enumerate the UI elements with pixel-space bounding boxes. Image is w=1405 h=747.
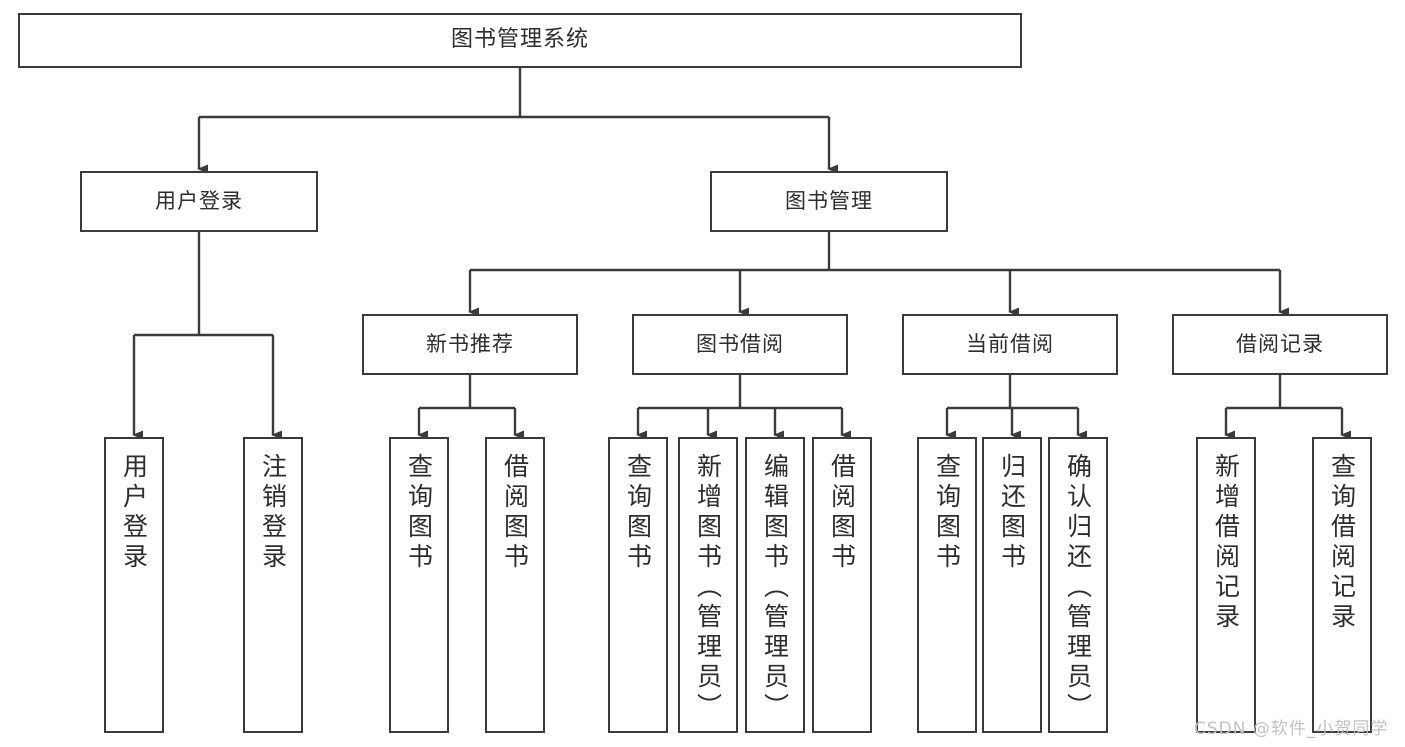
root-node-label: 图书管理系统 [450, 27, 589, 53]
leaf-node-label: 确认归还（管理员） [1063, 453, 1093, 723]
watermark-label: CSDN @软件_小贺同学 [1194, 719, 1389, 739]
level2-node-label: 当前借阅 [966, 331, 1054, 356]
leaf-node-label: 查询图书 [623, 453, 653, 573]
leaf-node-label: 查询图书 [404, 453, 434, 573]
leaf-node-label: 借阅图书 [827, 453, 857, 573]
leaf-node-6: 编辑图书（管理员） [745, 437, 805, 733]
leaf-node-label: 编辑图书（管理员） [760, 453, 790, 723]
leaf-node-10: 确认归还（管理员） [1048, 437, 1108, 733]
leaf-node-0: 用户登录 [104, 437, 164, 733]
level2-node-3: 借阅记录 [1172, 314, 1388, 375]
level1-node-label: 用户登录 [155, 188, 243, 213]
leaf-node-7: 借阅图书 [812, 437, 872, 733]
level1-node-1: 图书管理 [710, 171, 948, 232]
level2-node-label: 图书借阅 [696, 331, 784, 356]
leaf-node-12: 查询借阅记录 [1312, 437, 1372, 733]
leaf-node-label: 查询图书 [932, 453, 962, 573]
level2-node-2: 当前借阅 [902, 314, 1118, 375]
level2-node-label: 新书推荐 [426, 331, 514, 356]
leaf-node-5: 新增图书（管理员） [678, 437, 738, 733]
leaf-node-9: 归还图书 [982, 437, 1042, 733]
tree-connectors [132, 68, 1352, 440]
root-node: 图书管理系统 [18, 13, 1022, 68]
level2-node-0: 新书推荐 [362, 314, 578, 375]
level1-node-label: 图书管理 [785, 188, 873, 213]
leaf-node-label: 新增借阅记录 [1211, 453, 1241, 633]
leaf-node-label: 借阅图书 [500, 453, 530, 573]
leaf-node-label: 归还图书 [997, 453, 1027, 573]
leaf-node-label: 查询借阅记录 [1327, 453, 1357, 633]
leaf-node-2: 查询图书 [389, 437, 449, 733]
leaf-node-label: 用户登录 [119, 453, 149, 573]
level2-node-1: 图书借阅 [632, 314, 848, 375]
leaf-node-4: 查询图书 [608, 437, 668, 733]
leaf-node-8: 查询图书 [917, 437, 977, 733]
level1-node-0: 用户登录 [80, 171, 318, 232]
leaf-node-11: 新增借阅记录 [1196, 437, 1256, 733]
leaf-node-1: 注销登录 [243, 437, 303, 733]
leaf-node-3: 借阅图书 [485, 437, 545, 733]
leaf-node-label: 新增图书（管理员） [693, 453, 723, 723]
leaf-node-label: 注销登录 [258, 453, 288, 573]
level2-node-label: 借阅记录 [1236, 331, 1324, 356]
